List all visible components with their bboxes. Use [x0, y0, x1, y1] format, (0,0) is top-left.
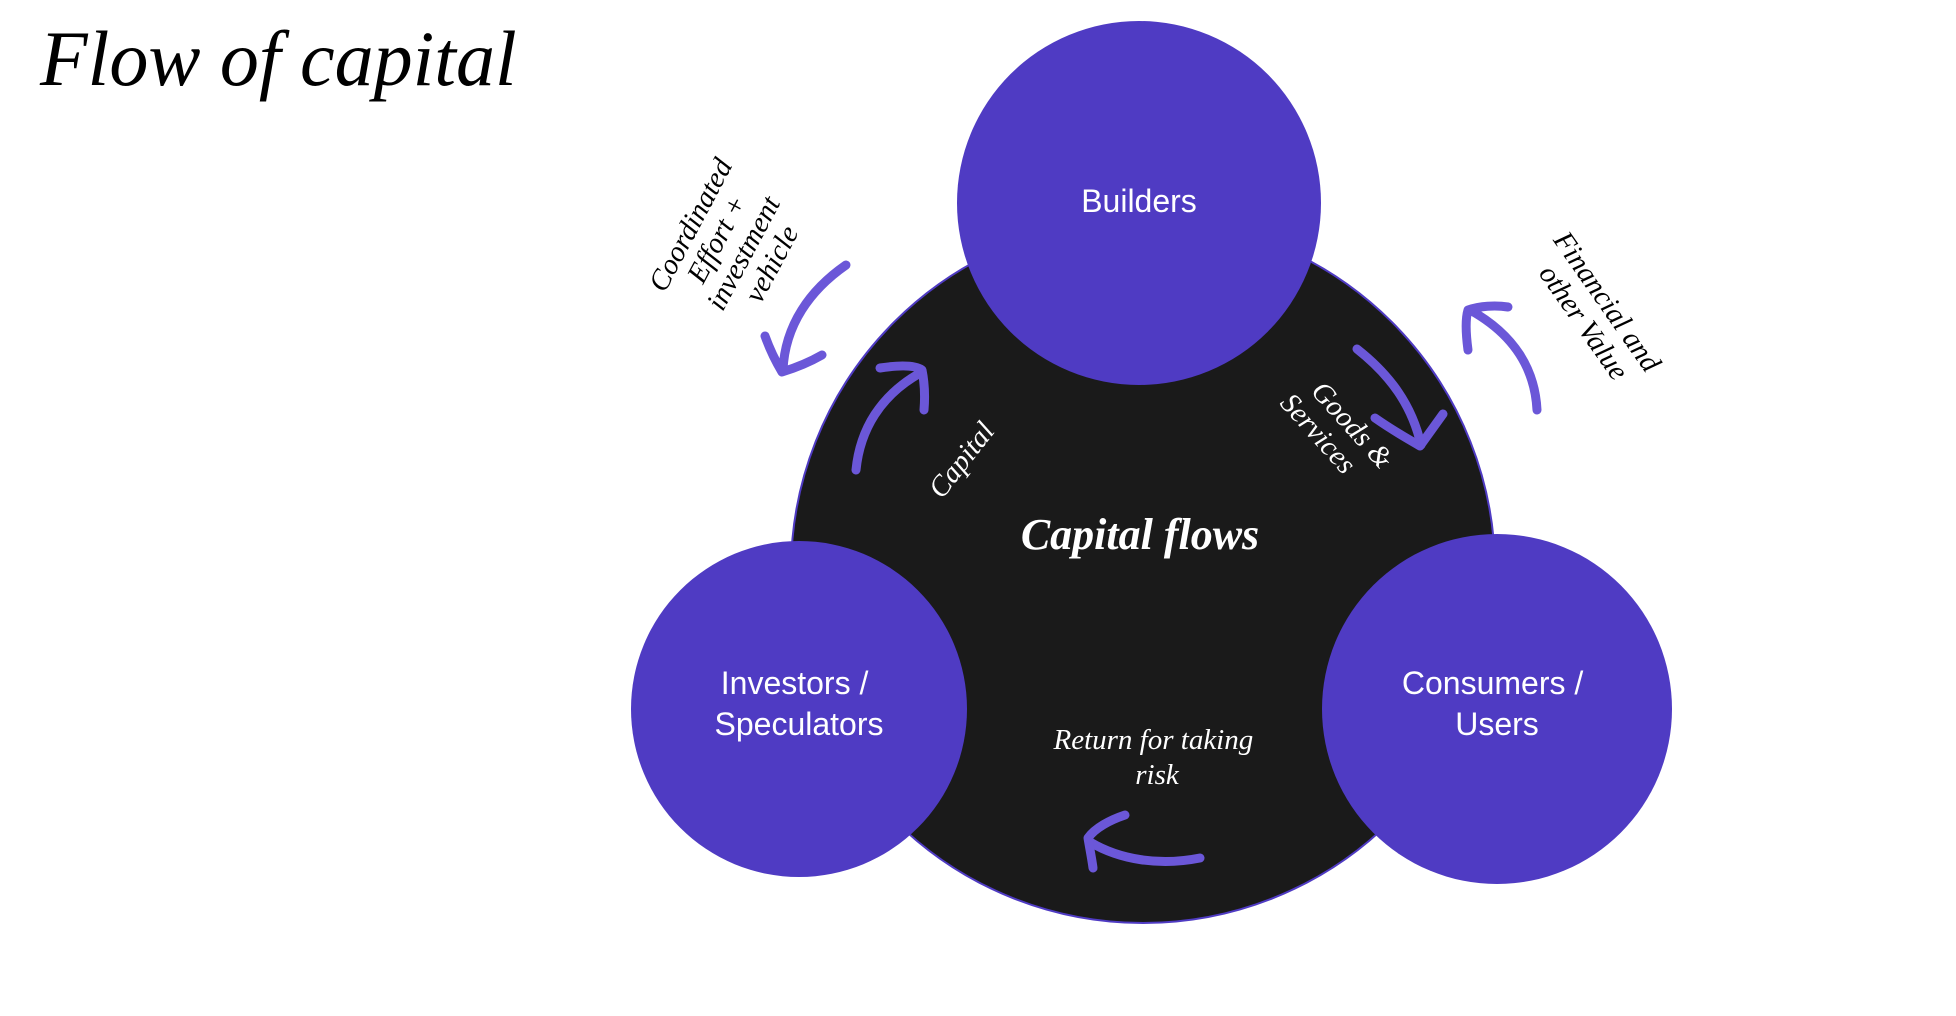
hub-label: Capital flows: [1021, 510, 1259, 559]
return-for-risk-arrow-icon: [1083, 810, 1205, 873]
builders-label: Builders: [1081, 183, 1197, 219]
coordinated-effort-arrow-icon: [760, 260, 851, 377]
capital-arrow-icon: [851, 361, 930, 475]
coordinated-effort-flow-label: Coordinated Effort + investment vehicle: [643, 147, 822, 339]
consumers-node[interactable]: [1322, 534, 1672, 884]
investors-label: Investors / Speculators: [715, 665, 884, 742]
investors-node[interactable]: [631, 541, 967, 877]
financial-value-flow-label: Financial and other Value: [1521, 225, 1671, 402]
builders-node[interactable]: [957, 21, 1321, 385]
financial-value-arrow-icon: [1461, 301, 1542, 415]
consumers-label: Consumers / Users: [1402, 665, 1592, 742]
goods-services-arrow-icon: [1352, 344, 1448, 451]
return-for-risk-flow-label: Return for taking risk: [1052, 724, 1260, 791]
page-title: Flow of capital: [40, 15, 517, 102]
